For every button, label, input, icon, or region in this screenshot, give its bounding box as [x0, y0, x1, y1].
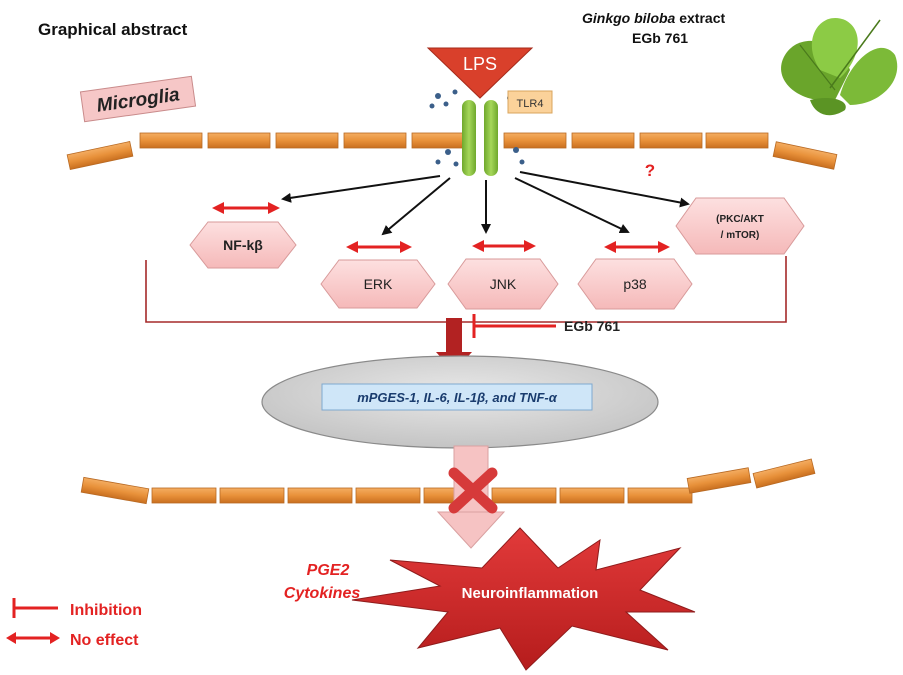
jnk-label: JNK: [490, 276, 517, 292]
cytokines-label: Cytokines: [284, 585, 361, 602]
lps-triangle: [426, 47, 534, 99]
mediators-label: mPGES-1, IL-6, IL-1β, and TNF-α: [357, 390, 558, 405]
membrane-segment: [80, 476, 150, 505]
legend-inhibition-label: Inhibition: [70, 602, 142, 619]
egb761-inhibition-line: [472, 314, 556, 338]
legend-no-effect-label: No effect: [70, 632, 139, 649]
membrane-segment: [151, 487, 217, 504]
extract-name-italic: Ginkgo biloba: [582, 10, 676, 26]
extract-name-rest: extract: [675, 10, 726, 26]
membrane-segment: [491, 487, 557, 504]
lps-label: LPS: [463, 54, 497, 74]
membrane-segment: [571, 132, 635, 149]
microglia-label-box: [79, 75, 197, 123]
membrane-segment: [343, 132, 407, 149]
membrane-segment: [772, 141, 838, 170]
ginkgo-leaf-icon: [781, 18, 898, 116]
extract-code: EGb 761: [632, 30, 689, 46]
membrane-segment: [559, 487, 625, 504]
legend-no-effect-symbol: [6, 632, 60, 644]
cell-membrane-bottom: [80, 458, 816, 505]
membrane-segment: [219, 487, 285, 504]
hexagon-jnk: [447, 258, 559, 310]
hexagon-erk: [320, 259, 436, 309]
unknown-question-mark: ?: [645, 161, 655, 180]
tlr4-label: TLR4: [517, 98, 544, 110]
hexagon-pkc-akt-mtor: [675, 197, 805, 255]
membrane-segment: [503, 132, 567, 149]
no-effect-arrows: [212, 202, 670, 253]
tlr4-receptor: [462, 100, 498, 176]
graphical-abstract-title: Graphical abstract: [38, 20, 188, 39]
legend-inhibition-symbol: [12, 598, 58, 618]
mtor-label: / mTOR): [721, 230, 760, 241]
erk-label: ERK: [364, 276, 393, 292]
pkc-akt-label: (PKC/AKT: [716, 214, 764, 225]
pge2-label: PGE2: [307, 562, 350, 579]
cell-membrane-top: [66, 132, 838, 170]
membrane-segment: [207, 132, 271, 149]
membrane-segment: [66, 141, 134, 170]
hexagon-p38: [577, 258, 693, 310]
neuroinflammation-starburst: [351, 527, 696, 671]
p38-label: p38: [623, 276, 647, 292]
membrane-segment: [627, 487, 693, 504]
extract-name: Ginkgo biloba extract: [582, 10, 725, 26]
neuroinflammation-label: Neuroinflammation: [462, 585, 599, 602]
membrane-segment: [752, 458, 816, 489]
membrane-segment: [705, 132, 769, 149]
membrane-segment: [275, 132, 339, 149]
block-x-icon: [448, 467, 498, 514]
mediators-box: [321, 383, 593, 411]
pathway-bracket: [145, 256, 787, 323]
membrane-segment: [355, 487, 421, 504]
membrane-segment: [287, 487, 353, 504]
nfkb-label: NF-kβ: [223, 237, 263, 253]
tlr4-label-box: [507, 90, 553, 114]
inhibitor-label: EGb 761: [564, 318, 620, 334]
membrane-segment: [139, 132, 203, 149]
membrane-segment: [639, 132, 703, 149]
receptor-signal-arrows: [281, 171, 690, 236]
hexagon-nfkb: [189, 221, 297, 269]
membrane-segment: [686, 467, 752, 494]
